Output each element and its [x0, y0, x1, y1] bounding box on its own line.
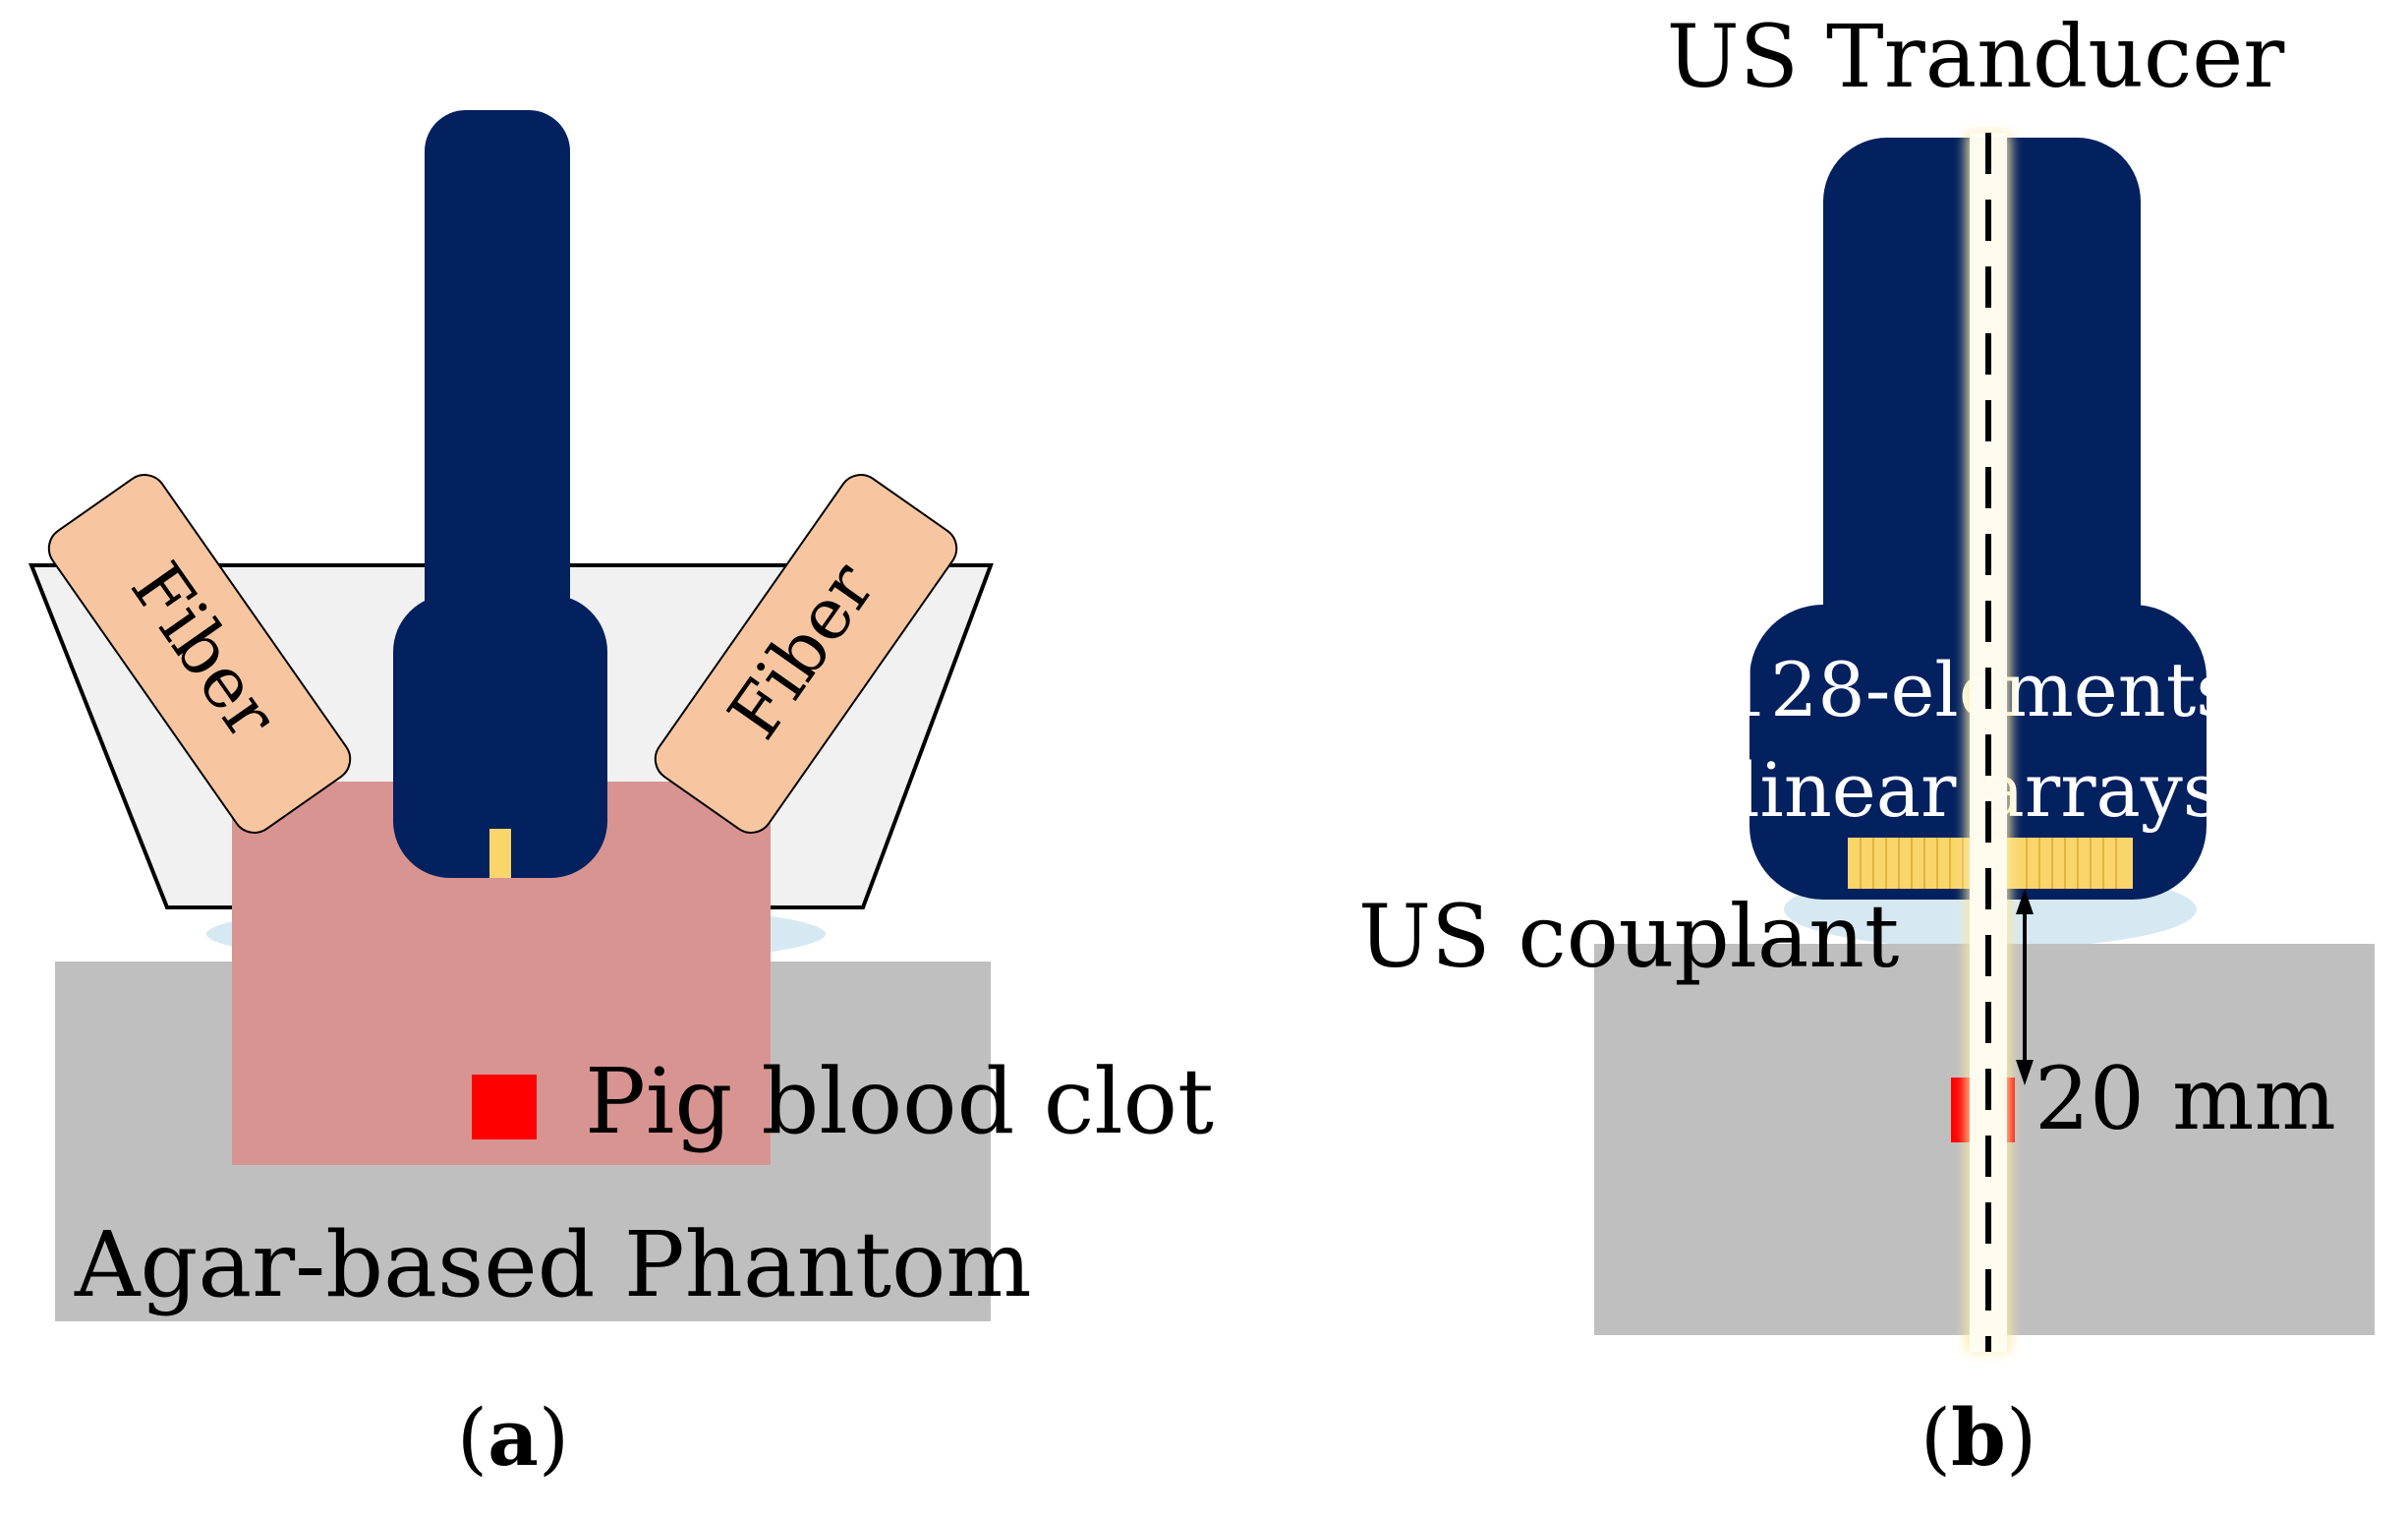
panel-b: US Tranducer 128-elements linear ar [1358, 6, 2375, 1484]
caption-b-close: ) [2006, 1392, 2036, 1484]
depth-arrow [2016, 889, 2034, 1085]
caption-b: (b) [1921, 1391, 2036, 1484]
clot-label: Pig blood clot [585, 1049, 1214, 1154]
transducer-handle-a [425, 110, 570, 661]
imaging-plane [1966, 133, 2011, 1352]
caption-b-letter: b [1951, 1391, 2006, 1484]
transducer-head-a [393, 595, 607, 878]
depth-label: 20 mm [2035, 1048, 2336, 1149]
caption-b-open: ( [1921, 1392, 1951, 1484]
transducer-element-a [489, 829, 511, 878]
transducer-label: US Tranducer [1667, 6, 2286, 107]
panel-a: Fiber Fiber Pig blood clot Agar-based Ph… [29, 110, 1214, 1484]
caption-a-open: ( [457, 1392, 487, 1484]
caption-a-close: ) [539, 1392, 569, 1484]
caption-a-letter: a [487, 1391, 539, 1484]
caption-a: (a) [457, 1391, 569, 1484]
blood-clot-a [472, 1075, 537, 1139]
couplant-label: US couplant [1358, 886, 1899, 987]
phantom-label: Agar-based Phantom [74, 1212, 1032, 1317]
fiber-right: Fiber [654, 474, 958, 834]
